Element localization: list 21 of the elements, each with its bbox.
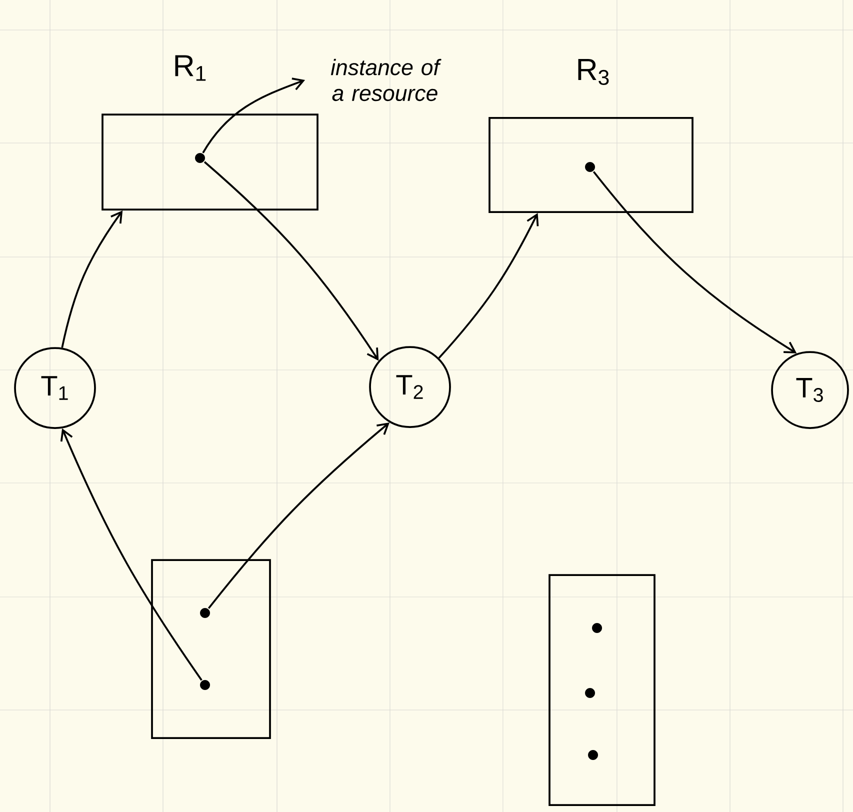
resource-box [548,574,656,806]
instance-dot [585,688,595,698]
arrow [60,428,202,681]
annotation-text: instance of a resource [330,58,442,102]
instance-dot [585,162,595,172]
node-label: R$_{3}$ [578,58,609,85]
arrow [592,171,797,354]
arrow [61,210,123,348]
arrow [208,422,390,609]
leader-line [202,78,306,154]
instance-dot [200,608,210,618]
resource-box: R$_{1}$ [102,55,318,210]
instance-dot [588,750,598,760]
resource-box: R$_{3}$ [488,58,694,213]
instance-dot [195,153,205,163]
arrow [204,161,379,361]
instance-dot [592,623,602,633]
instance-dot [200,680,210,690]
node-label: R$_{1}$ [175,55,206,81]
arrow [438,212,539,359]
resource-box [151,559,271,739]
